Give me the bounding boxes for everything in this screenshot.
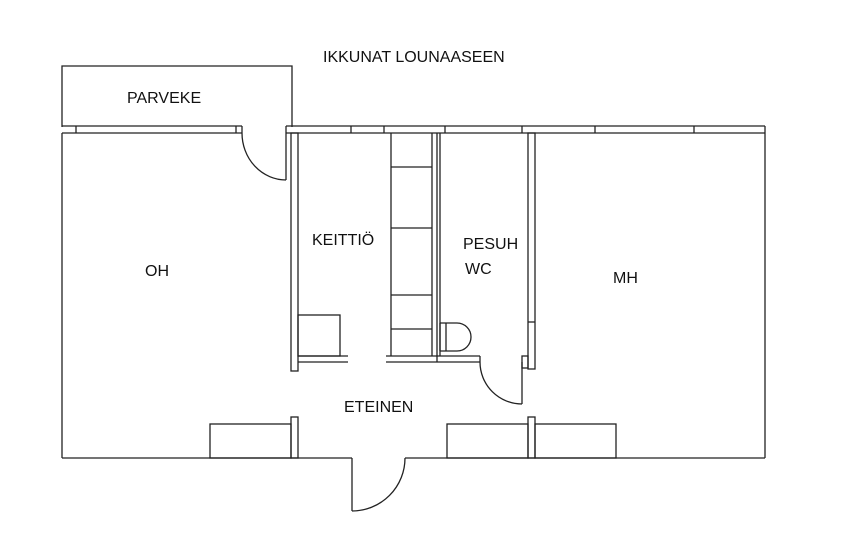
bathroom-bottom-wall <box>437 355 481 363</box>
top-wall-windows <box>62 125 766 134</box>
room-label-pesuh: PESUH <box>463 236 519 253</box>
room-label-oh: OH <box>145 263 169 280</box>
room-label-eteinen: ETEINEN <box>344 399 414 416</box>
tall-cabinet-column <box>390 133 433 356</box>
kitchen-cabinet <box>297 314 341 357</box>
room-label-wc: WC <box>465 261 492 278</box>
orientation-note: IKKUNAT LOUNAASEEN <box>323 49 505 66</box>
toilet-icon <box>439 322 472 352</box>
kitchen-counter-lines <box>298 355 437 363</box>
balcony-door-icon <box>241 132 287 181</box>
hall-wardrobe-right <box>446 416 617 459</box>
bathroom-left-partition <box>436 133 441 362</box>
room-label-keittio: KEITTIÖ <box>312 232 375 249</box>
hall-wardrobe-left <box>209 416 299 459</box>
balcony-outline <box>61 65 293 127</box>
room-label-parveke: PARVEKE <box>127 90 202 107</box>
bathroom-right-partition <box>527 132 536 370</box>
kitchen-left-partition <box>290 132 299 372</box>
bathroom-door-icon <box>479 355 529 405</box>
room-label-mh: MH <box>613 270 638 287</box>
entrance-door-icon <box>351 457 406 512</box>
